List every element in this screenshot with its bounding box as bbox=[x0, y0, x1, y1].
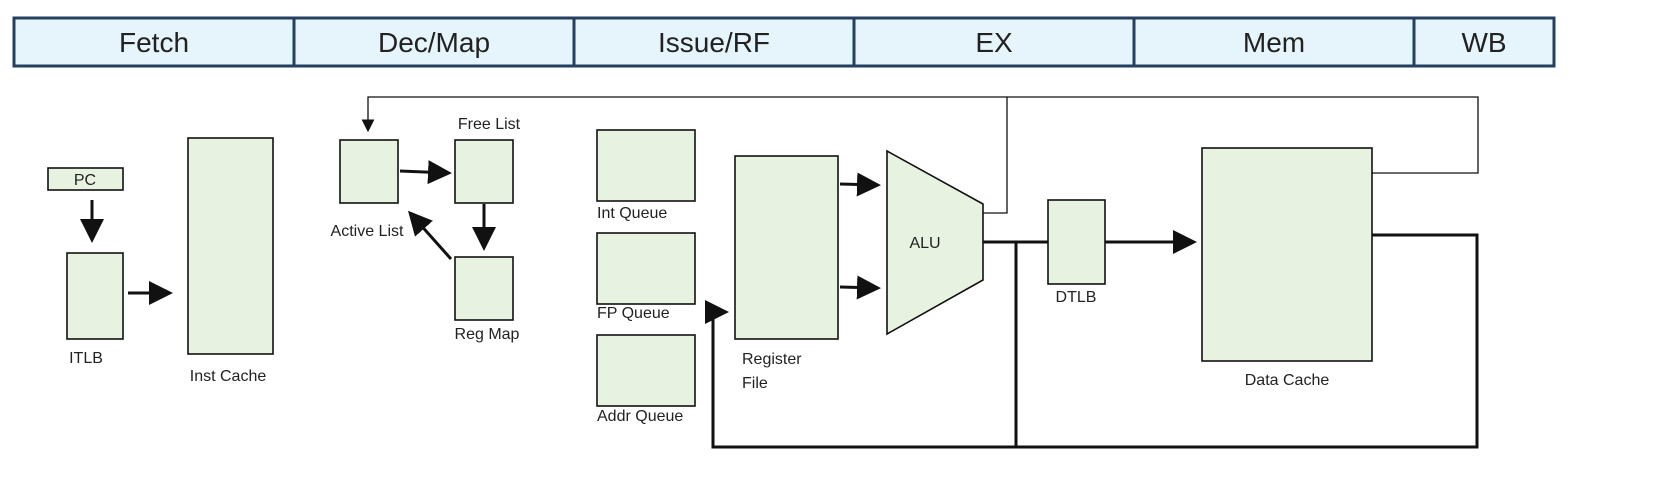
dtlb-box bbox=[1047, 199, 1106, 285]
alu-label: ALU bbox=[909, 235, 940, 252]
register-file-label-line2: File bbox=[742, 375, 768, 392]
dtlb-label: DTLB bbox=[1056, 289, 1097, 306]
fp-queue-label: FP Queue bbox=[597, 305, 670, 322]
stage-fetch-label: Fetch bbox=[119, 27, 189, 58]
pc-label: PC bbox=[74, 172, 96, 189]
itlb-box bbox=[66, 252, 124, 340]
active-list-box bbox=[339, 139, 399, 204]
stage-dec-map bbox=[292, 16, 576, 68]
stage-wb bbox=[1412, 16, 1556, 68]
alu-shape bbox=[886, 149, 984, 336]
reg-map-label: Reg Map bbox=[455, 326, 520, 343]
inst-cache-label: Inst Cache bbox=[190, 368, 267, 385]
dcache-writeback-line bbox=[705, 233, 1479, 449]
rf-to-alu-top-arrow bbox=[839, 172, 881, 197]
pc-box bbox=[47, 167, 124, 191]
stage-mem bbox=[1132, 16, 1416, 68]
stage-dec-map-label: Dec/Map bbox=[378, 27, 490, 58]
active-list-label: Active List bbox=[331, 223, 404, 240]
active-to-free-arrow bbox=[399, 160, 452, 185]
stage-issue-rf bbox=[572, 16, 856, 68]
feedback-to-active-list-line bbox=[983, 96, 1479, 214]
stage-fetch bbox=[12, 16, 296, 68]
free-list-label: Free List bbox=[458, 116, 521, 133]
feedback-left-line bbox=[361, 96, 1007, 133]
stage-issue-rf-label: Issue/RF bbox=[658, 27, 770, 58]
stage-ex-label: EX bbox=[975, 27, 1013, 58]
stage-header: Fetch Dec/Map Issue/RF EX Mem WB bbox=[12, 16, 1556, 68]
free-list-box bbox=[454, 139, 514, 204]
int-queue-box bbox=[596, 129, 696, 202]
register-file-label-line1: Register bbox=[742, 351, 802, 368]
int-queue-label: Int Queue bbox=[597, 205, 667, 222]
addr-queue-box bbox=[596, 334, 696, 407]
addr-queue-label: Addr Queue bbox=[597, 408, 683, 425]
fp-queue-box bbox=[596, 232, 696, 305]
itlb-label: ITLB bbox=[69, 350, 103, 367]
data-cache-box bbox=[1201, 147, 1373, 362]
regmap-to-active-arrow bbox=[408, 210, 453, 260]
stage-wb-label: WB bbox=[1461, 27, 1506, 58]
inst-cache-box bbox=[187, 137, 274, 355]
data-cache-label: Data Cache bbox=[1245, 372, 1330, 389]
rf-to-alu-bottom-arrow bbox=[839, 275, 881, 300]
reg-map-box bbox=[454, 256, 514, 321]
stage-mem-label: Mem bbox=[1243, 27, 1305, 58]
register-file-box bbox=[734, 155, 839, 340]
